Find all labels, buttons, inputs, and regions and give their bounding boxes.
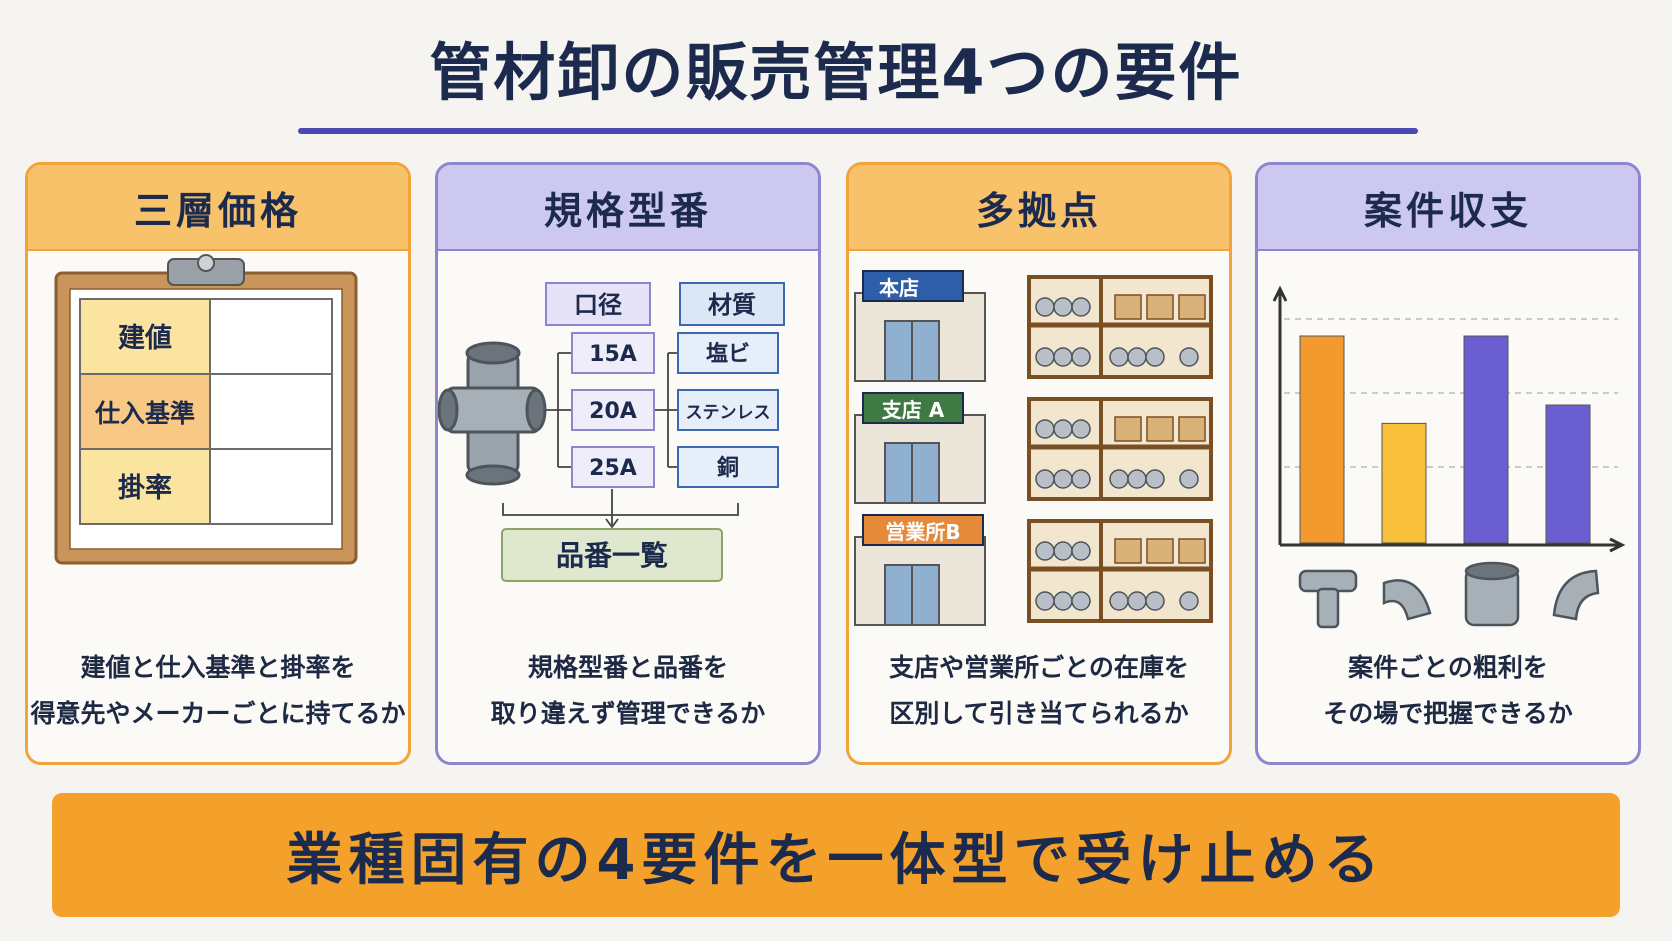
- summary-banner: 業種固有の4要件を一体型で受け止める: [52, 793, 1620, 917]
- profit-bar-chart: [1272, 285, 1626, 629]
- profit-bar: [1545, 404, 1591, 544]
- location-label: 本店: [879, 276, 919, 300]
- card-spec-model: 規格型番 口径 材質 15A 20A 25A 塩: [435, 162, 821, 765]
- pipe-icons: [1298, 561, 1600, 629]
- page-title: 管材卸の販売管理4つの要件: [429, 36, 1243, 109]
- size-item: 25A: [589, 456, 637, 481]
- title-underline: [298, 128, 1418, 134]
- material-item: 銅: [717, 455, 739, 481]
- card-description: 規格型番と品番を 取り違えず管理できるか: [438, 645, 818, 737]
- clipboard-illustration: 建値 仕入基準 掛率: [54, 254, 358, 565]
- card-multi-location: 多拠点 本店: [846, 162, 1232, 765]
- card-description: 支店や営業所ごとの在庫を 区別して引き当てられるか: [849, 645, 1229, 737]
- desc-line: 得意先やメーカーごとに持てるか: [30, 699, 406, 728]
- price-row-label: 掛率: [118, 472, 172, 504]
- result-label: 品番一覧: [556, 539, 668, 572]
- desc-line: 建値と仕入基準と掛率を: [80, 653, 356, 682]
- branch-sign: [862, 392, 964, 424]
- card-heading: 多拠点: [849, 165, 1229, 251]
- branch-sign: [862, 270, 964, 302]
- card-description: 建値と仕入基準と掛率を 得意先やメーカーごとに持てるか: [28, 645, 408, 737]
- price-row-label: 建値: [118, 323, 172, 354]
- card-heading: 案件収支: [1258, 165, 1638, 251]
- card-description: 案件ごとの粗利を その場で把握できるか: [1258, 645, 1638, 737]
- card-heading: 三層価格: [28, 165, 408, 251]
- col-header-material: 材質: [708, 291, 756, 319]
- card-heading: 規格型番: [438, 165, 818, 251]
- pipe-fitting-icon: [438, 341, 547, 486]
- location-label: 支店 A: [882, 398, 945, 422]
- col-header-diameter: 口径: [574, 291, 622, 319]
- location-label: 営業所B: [885, 520, 960, 544]
- spec-flow-diagram: 口径 材質 15A 20A 25A 塩ビ ステンレス 銅 品番一覧: [438, 282, 785, 582]
- result-box: [501, 528, 723, 582]
- desc-line: 支店や営業所ごとの在庫を: [889, 653, 1189, 682]
- profit-bar: [1463, 335, 1509, 544]
- desc-line: その場で把握できるか: [1323, 699, 1573, 728]
- branch-sign: [862, 514, 984, 546]
- desc-line: 案件ごとの粗利を: [1348, 653, 1548, 682]
- size-item: 20A: [589, 399, 637, 424]
- material-item: 塩ビ: [706, 341, 750, 367]
- desc-line: 規格型番と品番を: [527, 653, 728, 682]
- price-row-label: 仕入基準: [94, 399, 195, 428]
- material-item: ステンレス: [686, 403, 771, 423]
- card-project-pnl: 案件収支 案件ごとの粗利を その場で把握できるか: [1255, 162, 1641, 765]
- desc-line: 区別して引き当てられるか: [889, 699, 1189, 728]
- size-item: 15A: [589, 342, 637, 367]
- profit-bar: [1299, 335, 1345, 544]
- locations-illustration: 本店 支店 A 営業所B: [854, 270, 1232, 626]
- desc-line: 取り違えず管理できるか: [490, 699, 766, 728]
- profit-bar: [1381, 422, 1427, 544]
- card-three-tier-price: 三層価格 建値 仕入基準 掛率 建値と仕入基準と掛率を 得意先やメーカーごとに持…: [25, 162, 411, 765]
